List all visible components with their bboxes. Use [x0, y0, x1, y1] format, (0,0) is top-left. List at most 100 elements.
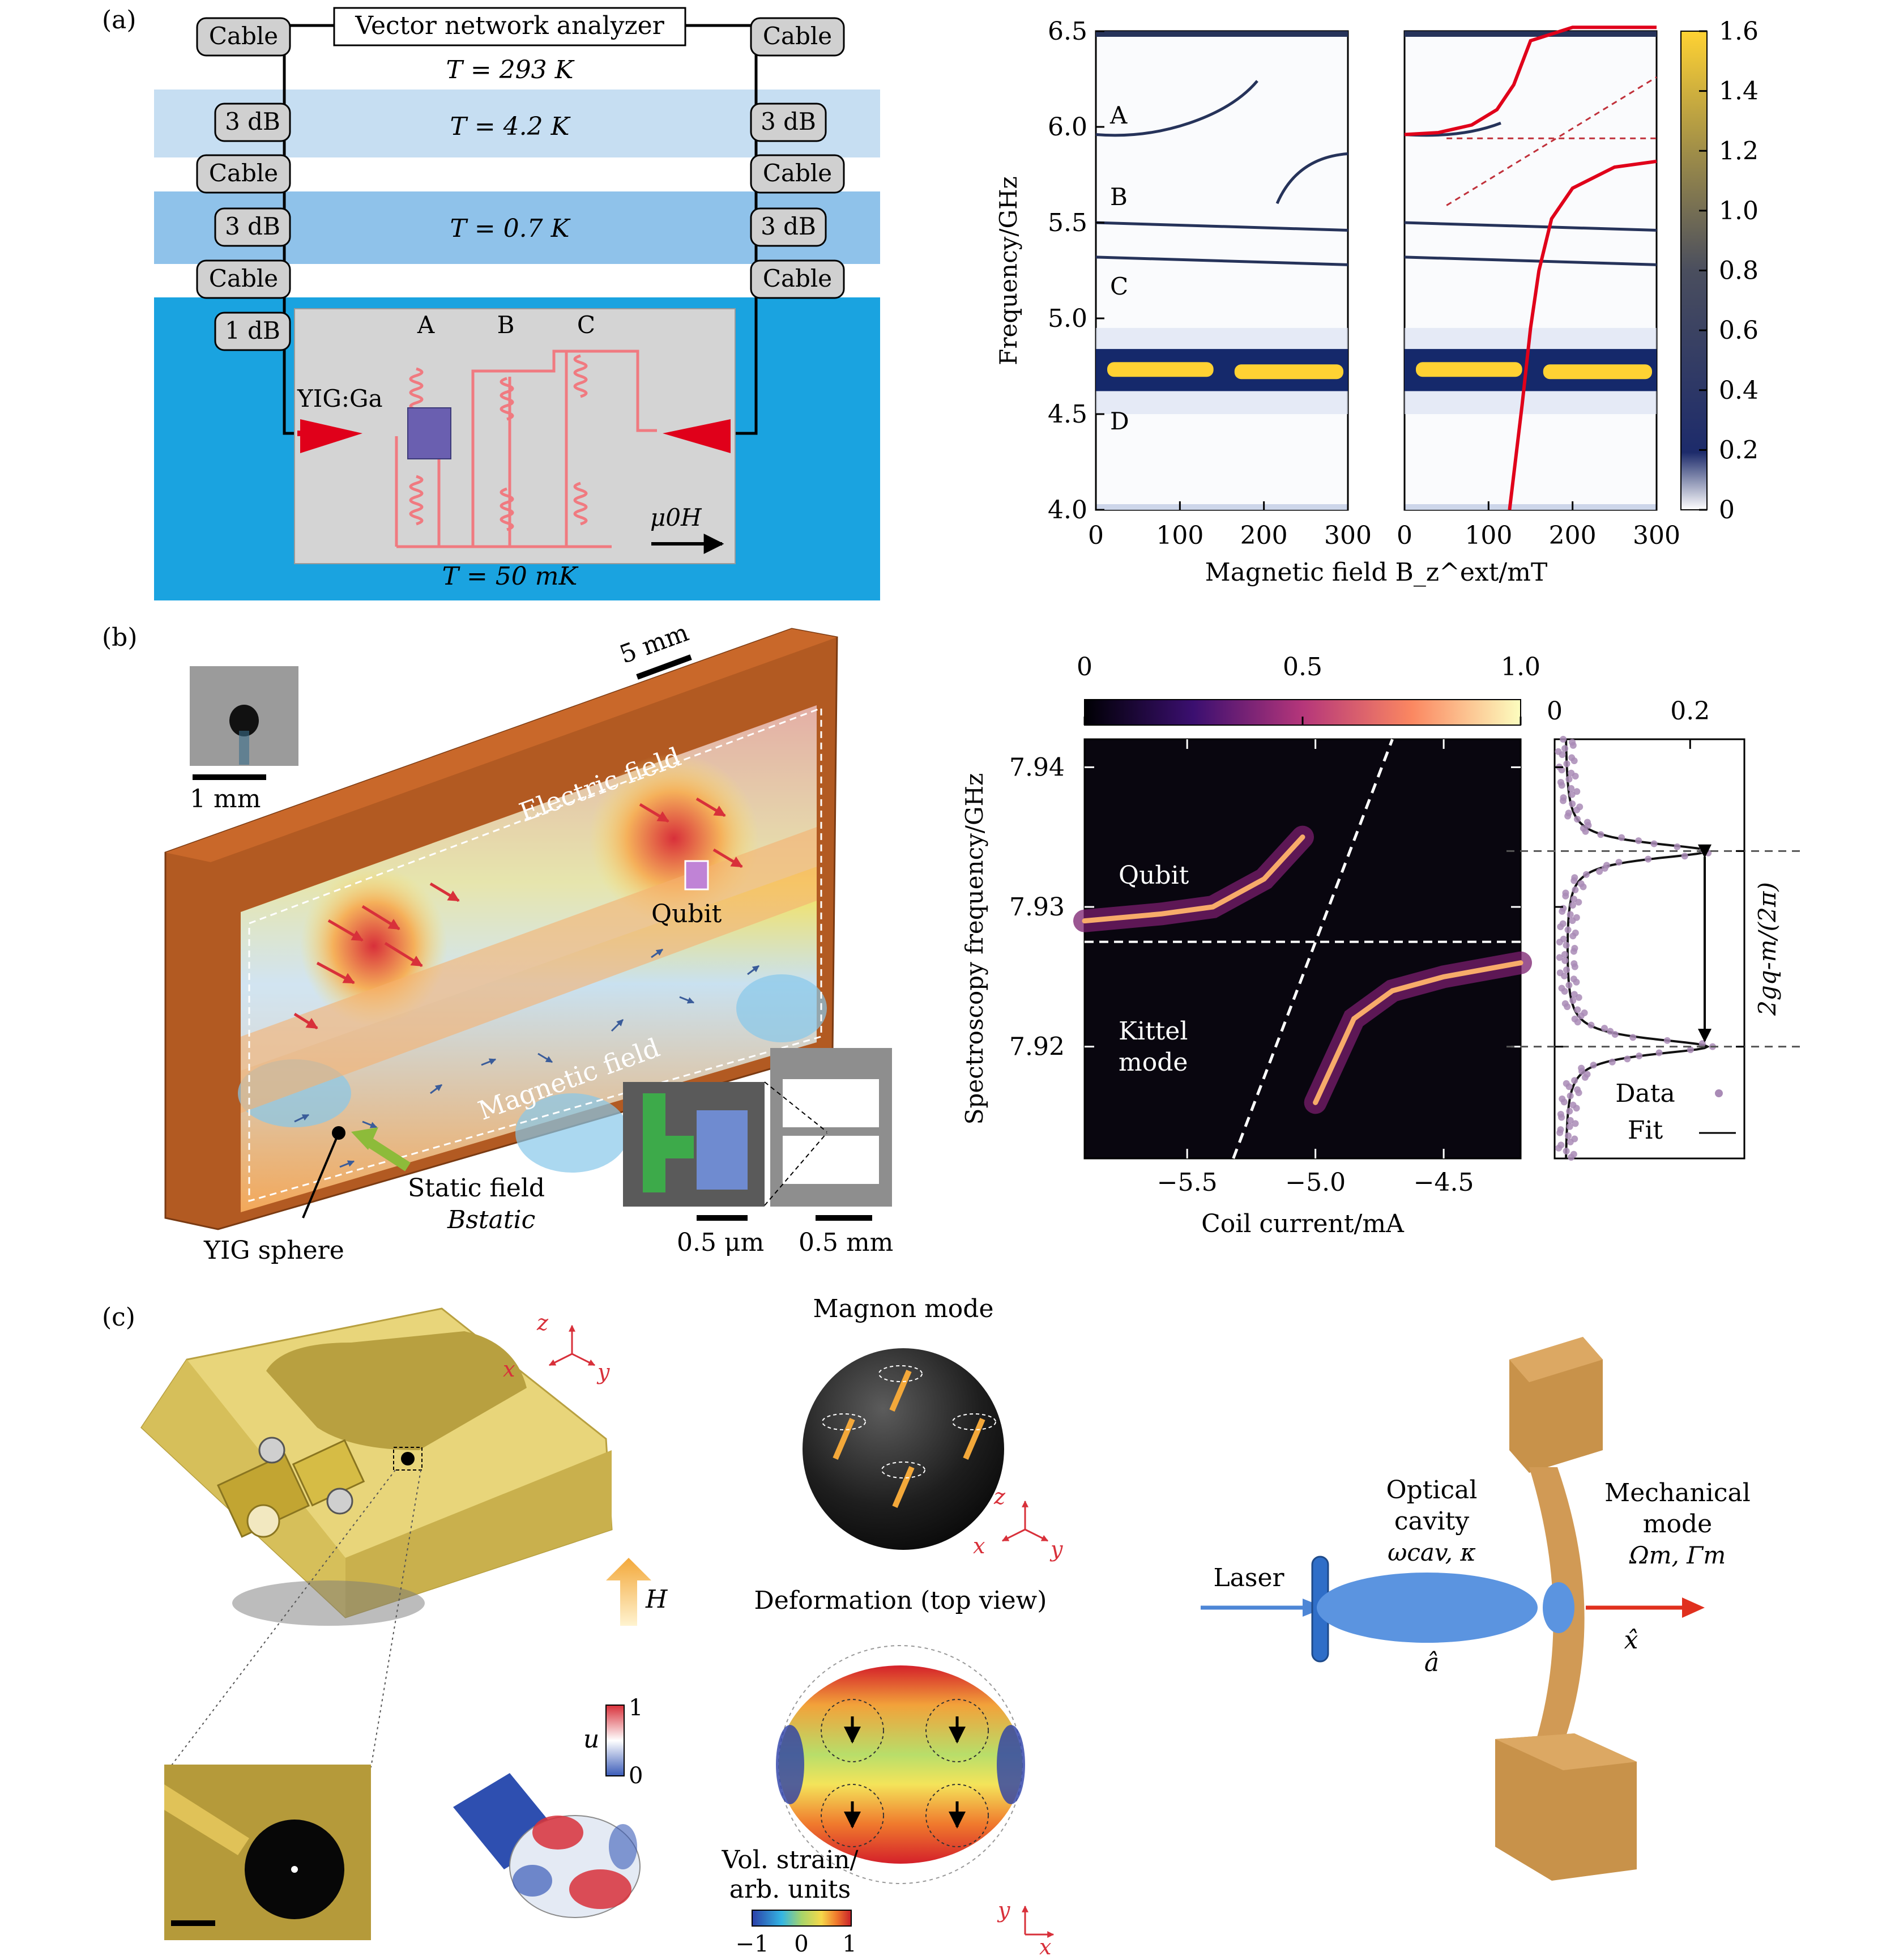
chart-a-xlabel: Magnetic field B_z^ext/mT	[1205, 558, 1548, 587]
qubit-branch	[1082, 834, 1305, 924]
data-point	[1570, 877, 1578, 884]
y-tick-label: 6.0	[1048, 113, 1087, 142]
data-point	[1601, 864, 1608, 872]
colorbar-a-tick-label: 0.4	[1719, 376, 1759, 405]
data-point	[1674, 843, 1681, 850]
mode-d-peak-right	[1543, 364, 1652, 380]
data-point	[1573, 1105, 1580, 1112]
data-point	[1569, 997, 1577, 1004]
legend-fit: Fit	[1628, 1116, 1663, 1145]
chart-b-xlabel: Coil current/mA	[1201, 1209, 1405, 1238]
deformation-spins	[844, 1716, 966, 1829]
axis-x-1: x	[503, 1357, 515, 1382]
x-tick-label: 200	[1549, 521, 1597, 550]
panel-a-label: (a)	[102, 6, 136, 35]
fit-upper-branch	[1404, 25, 1657, 137]
optical-label-2: cavity	[1394, 1507, 1469, 1536]
svg-text:Cable: Cable	[209, 22, 278, 50]
data-point	[1573, 978, 1580, 986]
data-point	[1568, 1154, 1575, 1161]
top-edge-band	[1405, 31, 1657, 37]
optical-label-3: ωcav, κ	[1388, 1539, 1476, 1566]
x-tick-label: 200	[1240, 521, 1288, 550]
x-tick-label: 300	[1633, 521, 1680, 550]
data-point	[1570, 948, 1577, 955]
field-label: μ0H	[650, 504, 702, 531]
scale-um-label: 0.5 μm	[677, 1228, 764, 1257]
panel-b: (b)	[102, 618, 893, 1265]
colorbar-a-tick-label: 0.8	[1719, 257, 1759, 286]
magnetic-band	[241, 827, 817, 1113]
data-point	[1578, 1068, 1586, 1075]
data-point	[1601, 1025, 1608, 1032]
data-point	[1574, 1019, 1581, 1026]
magnon-precession	[822, 1365, 996, 1478]
sphere-deformation-model	[453, 1773, 641, 1918]
mode-label-d: D	[1110, 407, 1129, 435]
colorbar-b-tick-label: 1.0	[1501, 653, 1540, 681]
legend-data: Data	[1615, 1079, 1675, 1108]
data-point	[1590, 1062, 1597, 1069]
output-taper	[663, 419, 731, 453]
input-taper	[297, 419, 362, 453]
coupling-label: 2gq-m/(2π)	[1753, 882, 1781, 1016]
data-point	[1557, 923, 1564, 931]
svg-text:Cable: Cable	[209, 265, 278, 292]
colorbar-a-tick-label: 1.6	[1719, 17, 1759, 46]
svg-text:3 dB: 3 dB	[761, 212, 816, 240]
axis-y-3: y	[997, 1898, 1010, 1923]
yig-crystal	[407, 407, 451, 459]
colorbar-a-tick-label: 1.2	[1719, 137, 1759, 165]
h-label: H	[645, 1585, 668, 1614]
data-point	[1569, 742, 1577, 749]
mech-label-3: Ωm, Γm	[1629, 1541, 1726, 1569]
axis-z-1: z	[536, 1310, 549, 1335]
data-point	[1573, 788, 1581, 795]
svg-text:Cable: Cable	[763, 22, 832, 50]
data-point	[1559, 751, 1566, 759]
axes-triad-1	[548, 1324, 596, 1366]
axes-triad-3	[1022, 1905, 1055, 1938]
vol-strain-1: Vol. strain/	[721, 1846, 858, 1874]
data-point	[1558, 766, 1565, 774]
data-point	[1575, 1089, 1582, 1097]
y-tick-label: 7.94	[1009, 753, 1065, 782]
left-attenuator-chain: Cable 3 dB Cable 3 dB Cable 1 dB	[196, 17, 291, 351]
x-tick-label: 100	[1156, 521, 1203, 550]
mode-line-c	[1095, 255, 1348, 266]
data-point	[1580, 883, 1587, 890]
x-tick-label: 0	[1397, 521, 1412, 550]
data-point	[1687, 1046, 1694, 1054]
top-edge-band	[1096, 31, 1348, 37]
y-tick-label: 4.5	[1048, 400, 1087, 429]
data-point	[1587, 1021, 1595, 1029]
data-point	[1563, 1148, 1570, 1155]
data-point	[1597, 831, 1604, 838]
temp-4k: T = 4.2 K	[450, 112, 570, 141]
electric-arrows	[293, 797, 743, 1030]
data-point	[1563, 941, 1570, 949]
data-point	[1575, 898, 1582, 906]
scale-1mm-label: 1 mm	[190, 785, 261, 813]
vol-strain-2: arb. units	[729, 1875, 851, 1904]
resonators	[395, 350, 657, 548]
data-point	[1556, 1129, 1564, 1136]
data-point	[1566, 1123, 1573, 1130]
svg-text:Cable: Cable	[209, 159, 278, 187]
data-point	[1565, 982, 1573, 989]
qubit-label: Qubit	[651, 900, 722, 928]
data-point	[1571, 1077, 1578, 1084]
data-point	[1615, 859, 1623, 866]
data-point	[1635, 837, 1642, 845]
x-hat-label: x̂	[1624, 1626, 1638, 1655]
data-point	[1568, 791, 1576, 798]
data-point	[1569, 932, 1577, 940]
data-point	[1555, 1144, 1563, 1152]
axis-x-2: x	[973, 1533, 985, 1558]
